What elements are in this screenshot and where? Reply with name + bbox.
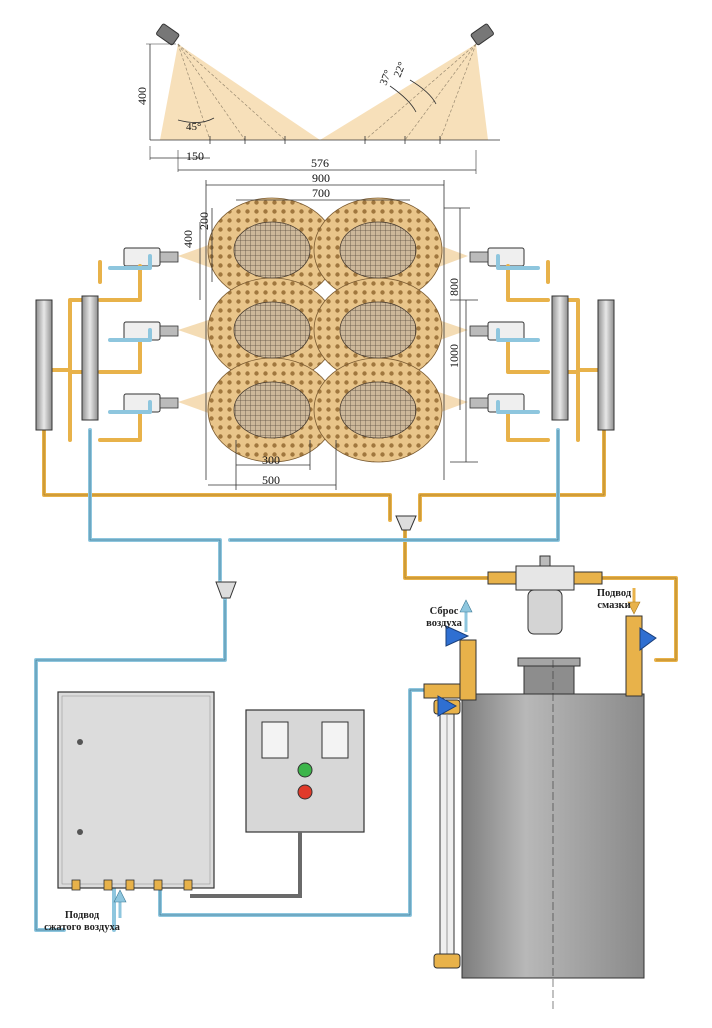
air-release-label-line1: Сброс [430, 606, 459, 617]
tee-fittings [215, 515, 417, 599]
spray-nozzle-icon [487, 247, 525, 267]
spray-nozzle-icon [123, 393, 161, 413]
spray-nozzle-icon [487, 321, 525, 341]
compressed-air-label-line2: сжатого воздуха [44, 922, 120, 933]
compressed-air-label-line1: Подвод [65, 910, 100, 921]
spray-coverage-pattern [178, 180, 478, 490]
filter-assembly [487, 555, 603, 635]
dim-nozzle-height: 400 [135, 87, 149, 105]
compressed-air-arrow-icon [113, 889, 127, 918]
dim-coverage-total: 900 [312, 171, 330, 185]
spray-nozzle-icon [123, 247, 161, 267]
green-indicator-light[interactable] [297, 762, 313, 778]
air-release-arrow-icon [459, 599, 473, 632]
right-outer-manifold [597, 299, 615, 431]
side-view-spray [146, 23, 500, 174]
display-window [261, 721, 289, 759]
right-nozzle-icon [470, 23, 494, 46]
dim-coverage-height-inner: 800 [447, 278, 461, 296]
left-inner-manifold [81, 295, 99, 421]
lubricant-supply-label-line2: смазки [597, 600, 630, 611]
dim-coverage-height-total: 1000 [447, 344, 461, 368]
lubricant-inlet-arrow-icon [627, 588, 641, 615]
spray-nozzle-icon [487, 393, 525, 413]
left-nozzle-icon [156, 23, 180, 46]
dim-spray-height: 400 [181, 230, 195, 248]
red-indicator-light[interactable] [297, 784, 313, 800]
dimension-labels: 400 150 576 45° 37° 22° 900 700 200 400 … [135, 60, 461, 487]
dim-row-spacing: 200 [197, 212, 211, 230]
angle-narrow: 22° [392, 60, 409, 79]
spray-nozzle-icon [123, 321, 161, 341]
lubricant-supply-label-line1: Подвод [597, 588, 632, 599]
display-window [321, 721, 349, 759]
right-inner-manifold [551, 295, 569, 421]
angle-mid: 37° [378, 68, 395, 87]
pneumatic-cabinet [57, 691, 215, 891]
callout-labels: Сброс воздуха Подвод смазки Подвод сжато… [44, 588, 632, 933]
lubricant-tank [423, 615, 657, 1010]
dim-coverage-inner: 700 [312, 186, 330, 200]
dim-nozzle-spacing: 576 [311, 156, 329, 170]
control-panel [190, 709, 365, 898]
dim-ellipse-outer: 500 [262, 473, 280, 487]
left-spray-fan [160, 44, 320, 140]
angle-wide: 45° [186, 121, 201, 133]
dim-nozzle-offset: 150 [186, 149, 204, 163]
manifold-tubes [35, 295, 615, 431]
dim-ellipse-inner: 300 [262, 453, 280, 467]
right-spray-fan [320, 44, 488, 140]
valve-handle-icon[interactable] [437, 625, 470, 717]
left-outer-manifold [35, 299, 53, 431]
cabinet-lock-icon [77, 829, 83, 835]
cabinet-lock-icon [77, 739, 83, 745]
valve-handle-icon[interactable] [639, 627, 657, 651]
air-release-label-line2: воздуха [426, 618, 463, 629]
filter-bowl-icon [527, 589, 563, 635]
